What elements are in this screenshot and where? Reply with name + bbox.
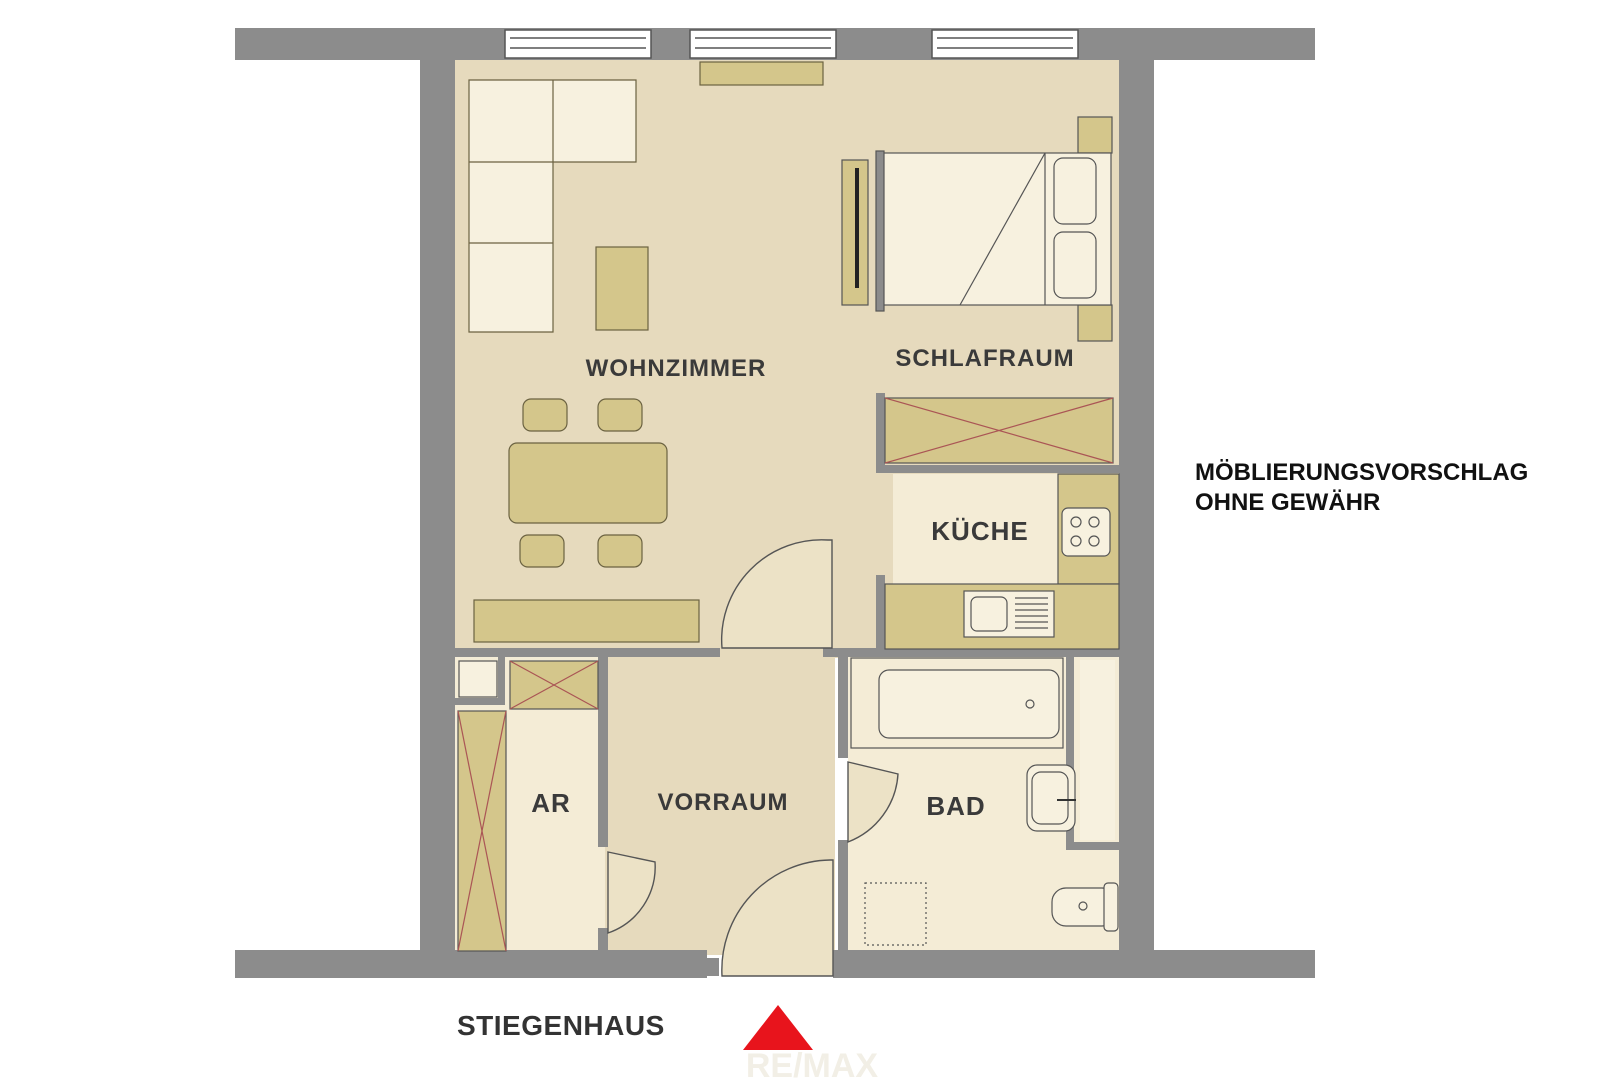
furnishing-note: MÖBLIERUNGSVORSCHLAG OHNE GEWÄHR — [1195, 458, 1528, 518]
wall-hall-bath-low — [838, 840, 848, 950]
note-line-2: OHNE GEWÄHR — [1195, 489, 1381, 516]
dining-table — [508, 442, 668, 524]
wall-living-hall — [455, 648, 720, 657]
wall-ar-box-side — [498, 655, 505, 703]
stairwell-label: STIEGENHAUS — [457, 1010, 665, 1041]
wall-bath-niche-bottom — [1066, 842, 1119, 850]
sideboard — [473, 599, 700, 643]
pillow-2 — [1053, 231, 1097, 299]
nightstand-top — [1077, 116, 1113, 154]
outside-left-top — [235, 60, 420, 950]
label-kueche: KÜCHE — [931, 516, 1028, 546]
wall-tub-top — [848, 650, 1066, 654]
note-line-1: MÖBLIERUNGSVORSCHLAG — [1195, 459, 1529, 486]
chair-3 — [519, 534, 565, 568]
living-furniture — [468, 61, 824, 643]
radiator — [699, 61, 824, 86]
wall-bottom-right — [833, 950, 1315, 978]
pillow-1 — [1053, 157, 1097, 225]
window-3 — [931, 29, 1079, 59]
storage-furniture — [457, 660, 599, 952]
wall-ar-top-box — [455, 698, 505, 705]
watermark: RE/MAX — [746, 1047, 879, 1080]
chair-4 — [597, 534, 643, 568]
label-wohnzimmer: WOHNZIMMER — [586, 355, 767, 382]
label-ar: AR — [531, 788, 571, 818]
wall-wardrobe-bottom — [876, 465, 1119, 473]
wall-bath-niche — [1066, 650, 1074, 850]
label-schlafraum: SCHLAFRAUM — [895, 345, 1074, 372]
label-vorraum: VORRAUM — [658, 789, 789, 816]
doors — [607, 539, 899, 977]
outside-right-top — [1154, 60, 1315, 950]
kitchen-furniture — [884, 473, 1120, 650]
wall-hall-bath — [838, 650, 848, 758]
chair-2 — [597, 398, 643, 432]
window-1 — [504, 29, 652, 59]
window-2 — [689, 29, 837, 59]
storage-box — [458, 660, 498, 698]
bath-niche — [1080, 660, 1115, 840]
wall-ar-hall — [598, 655, 608, 847]
bathroom-furniture — [850, 657, 1119, 946]
wall-left — [420, 28, 455, 956]
door-storage — [607, 851, 656, 934]
wall-bottom-left — [235, 950, 707, 978]
wall-kitchen-left — [876, 575, 885, 655]
shower-tray — [864, 882, 927, 946]
label-bad: BAD — [926, 791, 985, 821]
chair-1 — [522, 398, 568, 432]
door-jamb-left — [707, 958, 719, 976]
coffee-table — [595, 246, 649, 331]
wall-wardrobe-left — [876, 393, 885, 473]
door-living — [720, 539, 833, 649]
entrance-arrow-icon — [743, 1005, 813, 1050]
wall-right — [1119, 28, 1154, 956]
stove — [1061, 507, 1111, 557]
bedroom-furniture — [841, 116, 1114, 464]
bed-headboard — [875, 150, 885, 312]
windows — [504, 29, 1079, 59]
door-bath — [847, 761, 899, 844]
door-entrance — [721, 859, 834, 977]
nightstand-bottom — [1077, 304, 1113, 342]
wall-ar-hall-low — [598, 928, 608, 950]
